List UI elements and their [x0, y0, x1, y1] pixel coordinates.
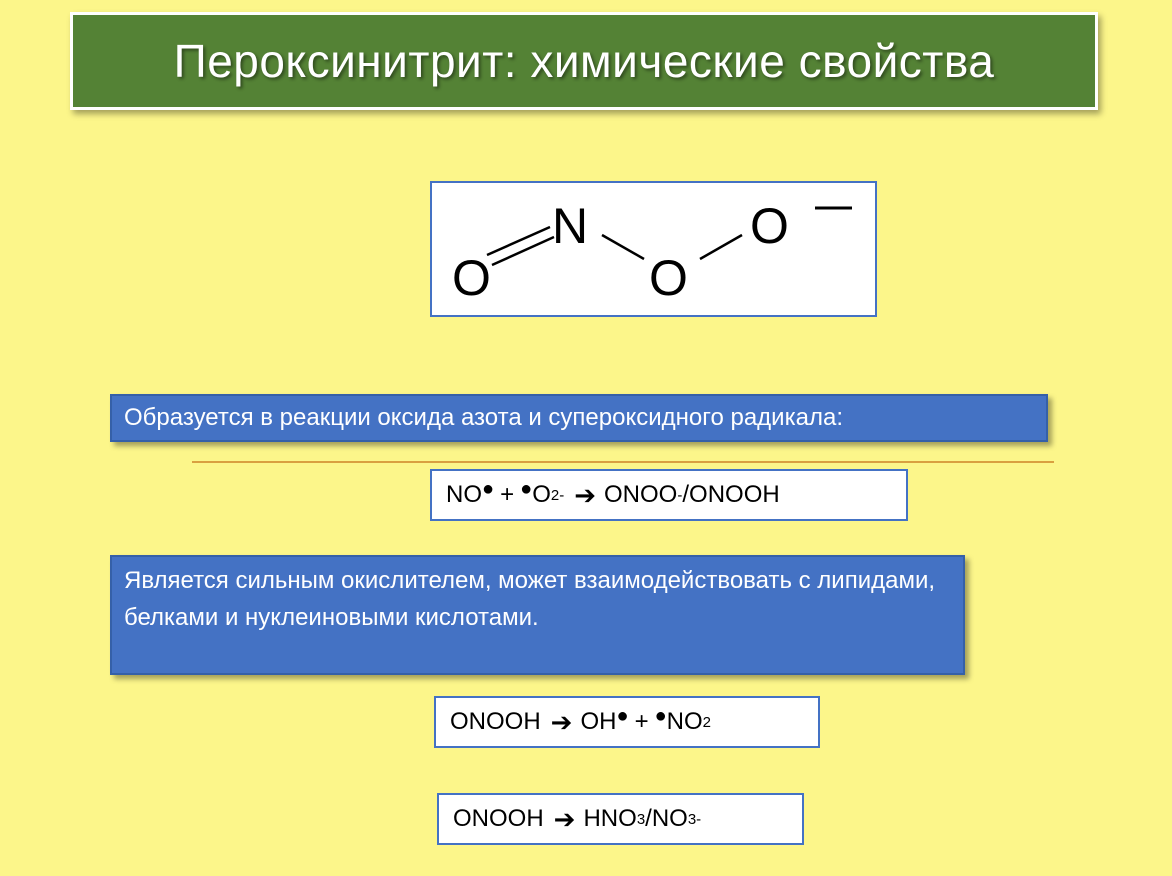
eq1-reactant2-sup: - — [559, 486, 565, 504]
arrow-icon: ➔ — [550, 706, 573, 737]
eq2-reactant: ONOOH — [450, 708, 541, 735]
eq3-reactant: ONOOH — [453, 805, 544, 832]
formation-description: Образуется в реакции оксида азота и супе… — [110, 394, 1048, 442]
arrow-icon: ➔ — [574, 479, 597, 510]
eq1-product-rest: /ONOOH — [682, 481, 780, 508]
eq1-product-sup: - — [677, 486, 683, 504]
formation-text: Образуется в реакции оксида азота и супе… — [124, 404, 843, 431]
eq2-product2: NO — [666, 708, 703, 735]
eq1-reactant1: NO — [446, 481, 482, 508]
slide-title: Пероксинитрит: химические свойства — [173, 35, 995, 87]
radical-dot: ● — [482, 477, 495, 500]
eq3-slash: /NO — [645, 805, 688, 832]
arrow-icon: ➔ — [553, 803, 576, 834]
eq1-plus: + — [500, 481, 515, 508]
bond-n-o — [601, 233, 645, 261]
eq1-product: ONOO — [604, 481, 678, 508]
bond-o-n-1 — [486, 225, 551, 257]
eq2-product1: OH — [580, 708, 617, 735]
atom-o2: O — [649, 250, 688, 306]
radical-dot: ● — [654, 704, 667, 727]
structure-diagram: O N O O — [452, 198, 852, 306]
eq1-reactant2-sub: 2 — [550, 486, 560, 504]
bond-o-o — [699, 233, 743, 261]
radical-dot: ● — [616, 704, 629, 727]
eq1-reactant2: O — [532, 481, 551, 508]
eq3-product2-sup: - — [696, 810, 702, 828]
eq2-product2-sub: 2 — [702, 713, 712, 731]
oxidizer-description: Является сильным окислителем, может взаи… — [110, 555, 965, 675]
eq3-product1: HNO — [583, 805, 637, 832]
radical-dot: ● — [520, 477, 533, 500]
peroxynitrite-structure: O N O O — [430, 181, 877, 317]
eq2-plus: + — [634, 708, 649, 735]
atom-o3: O — [750, 198, 789, 254]
divider-line — [192, 461, 1054, 463]
eq3-product1-sub: 3 — [636, 810, 646, 828]
atom-o1: O — [452, 250, 491, 306]
oxidizer-text: Является сильным окислителем, может взаи… — [124, 567, 936, 631]
eq3-product2-sub: 3 — [687, 810, 697, 828]
bond-o-n-2 — [491, 235, 555, 267]
atom-n: N — [552, 198, 588, 254]
title-bar: Пероксинитрит: химические свойства — [70, 12, 1098, 110]
